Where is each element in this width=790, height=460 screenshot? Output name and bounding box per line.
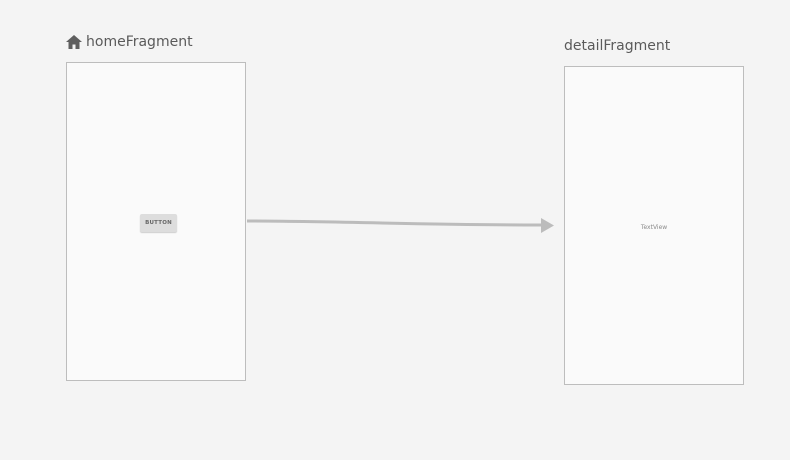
home-fragment-preview-button: BUTTON [140, 214, 177, 232]
detail-fragment-screen[interactable]: TextView [564, 66, 744, 385]
home-fragment-label[interactable]: homeFragment [65, 34, 193, 50]
detail-fragment-title: detailFragment [564, 38, 671, 54]
home-icon [65, 34, 83, 50]
detail-fragment-label[interactable]: detailFragment [564, 38, 670, 54]
home-fragment-title: homeFragment [86, 34, 193, 50]
detail-fragment-preview-textview: TextView [640, 224, 668, 231]
home-fragment-screen[interactable]: BUTTON [66, 62, 246, 381]
action-arrow-line[interactable] [246, 219, 542, 227]
action-arrow-head[interactable] [541, 218, 554, 233]
